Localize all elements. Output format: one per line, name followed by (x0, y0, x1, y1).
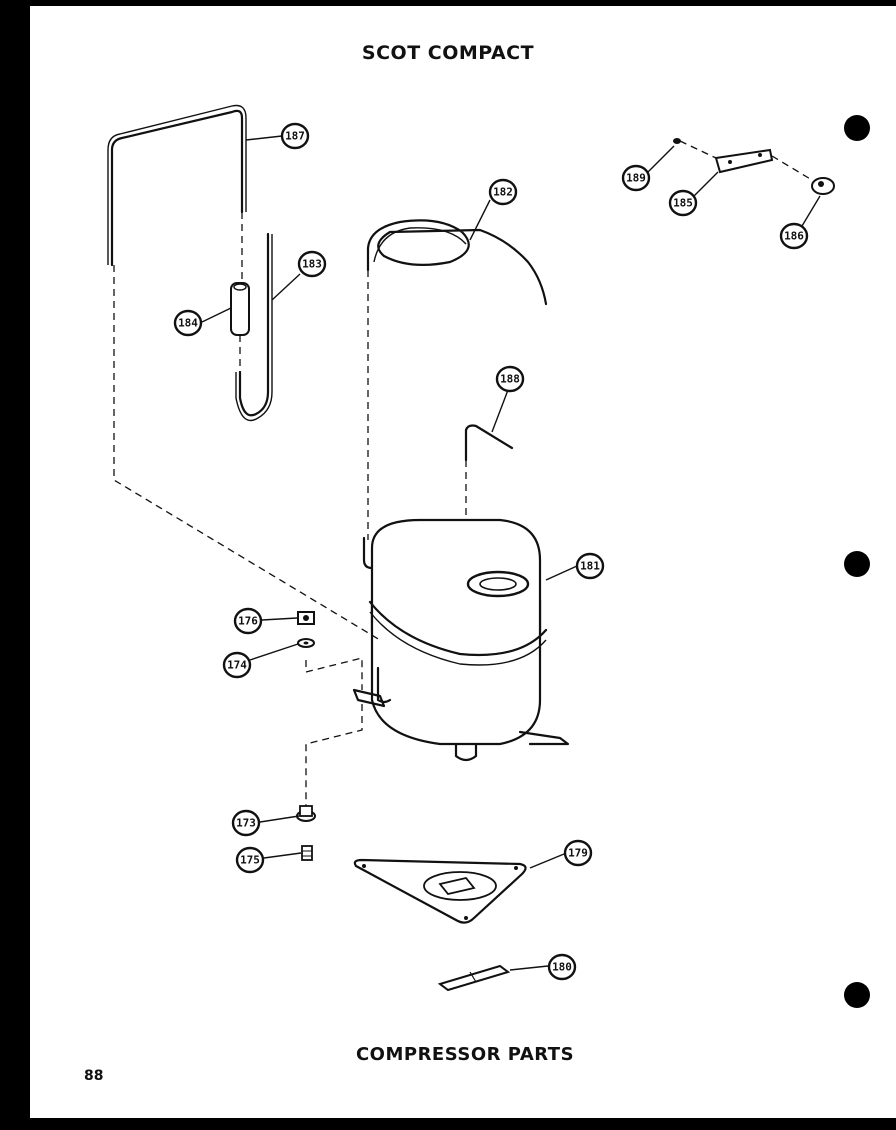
callouts: 187 182 183 184 188 189 (173, 122, 809, 981)
callout-180: 180 (547, 953, 577, 981)
part-186-clip (811, 177, 835, 195)
part-188-small-tube (464, 424, 514, 462)
callout-182: 182 (488, 178, 518, 206)
callout-183: 183 (297, 250, 327, 278)
svg-text:188: 188 (500, 373, 520, 386)
part-179-base-plate (353, 858, 527, 924)
binder-hole-middle (844, 551, 870, 577)
svg-text:174: 174 (227, 659, 247, 672)
callout-173: 173 (231, 809, 261, 837)
part-187-tube (107, 104, 247, 267)
part-185-bracket (714, 148, 774, 174)
svg-text:173: 173 (236, 817, 256, 830)
part-173-grommet (296, 805, 316, 822)
section-title: COMPRESSOR PARTS (355, 1044, 575, 1065)
callout-181: 181 (575, 552, 605, 580)
part-180-strap (437, 964, 511, 992)
callout-188: 188 (495, 365, 525, 393)
assembly-lines (113, 140, 813, 806)
svg-text:189: 189 (626, 172, 646, 185)
part-176-nut (297, 611, 315, 625)
svg-text:184: 184 (178, 317, 198, 330)
diagram-title: SCOT COMPACT (361, 42, 535, 64)
svg-text:186: 186 (784, 230, 804, 243)
part-184-coupling (230, 282, 250, 336)
part-182-coil-tube (366, 219, 548, 306)
part-175-spacer (301, 845, 313, 861)
callout-186: 186 (779, 222, 809, 250)
part-174-washer (297, 638, 315, 648)
svg-text:175: 175 (240, 854, 260, 867)
callout-175: 175 (235, 846, 265, 874)
part-189-screw (673, 138, 681, 144)
callout-176: 176 (233, 607, 263, 635)
leader-lines (201, 135, 821, 971)
svg-text:183: 183 (302, 258, 322, 271)
callout-189: 189 (621, 164, 651, 192)
binder-hole-top (844, 115, 870, 141)
svg-text:185: 185 (673, 197, 693, 210)
callout-179: 179 (563, 839, 593, 867)
callout-174: 174 (222, 651, 252, 679)
part-181-compressor (352, 518, 570, 762)
callout-184: 184 (173, 309, 203, 337)
svg-text:176: 176 (238, 615, 258, 628)
svg-text:187: 187 (285, 130, 305, 143)
svg-text:181: 181 (580, 560, 600, 573)
svg-text:179: 179 (568, 847, 588, 860)
part-183-j-tube (235, 232, 273, 422)
svg-text:182: 182 (493, 186, 513, 199)
callout-185: 185 (668, 189, 698, 217)
binder-hole-bottom (844, 982, 870, 1008)
svg-text:180: 180 (552, 961, 572, 974)
callout-187: 187 (280, 122, 310, 150)
page-number: 88 (84, 1068, 104, 1084)
